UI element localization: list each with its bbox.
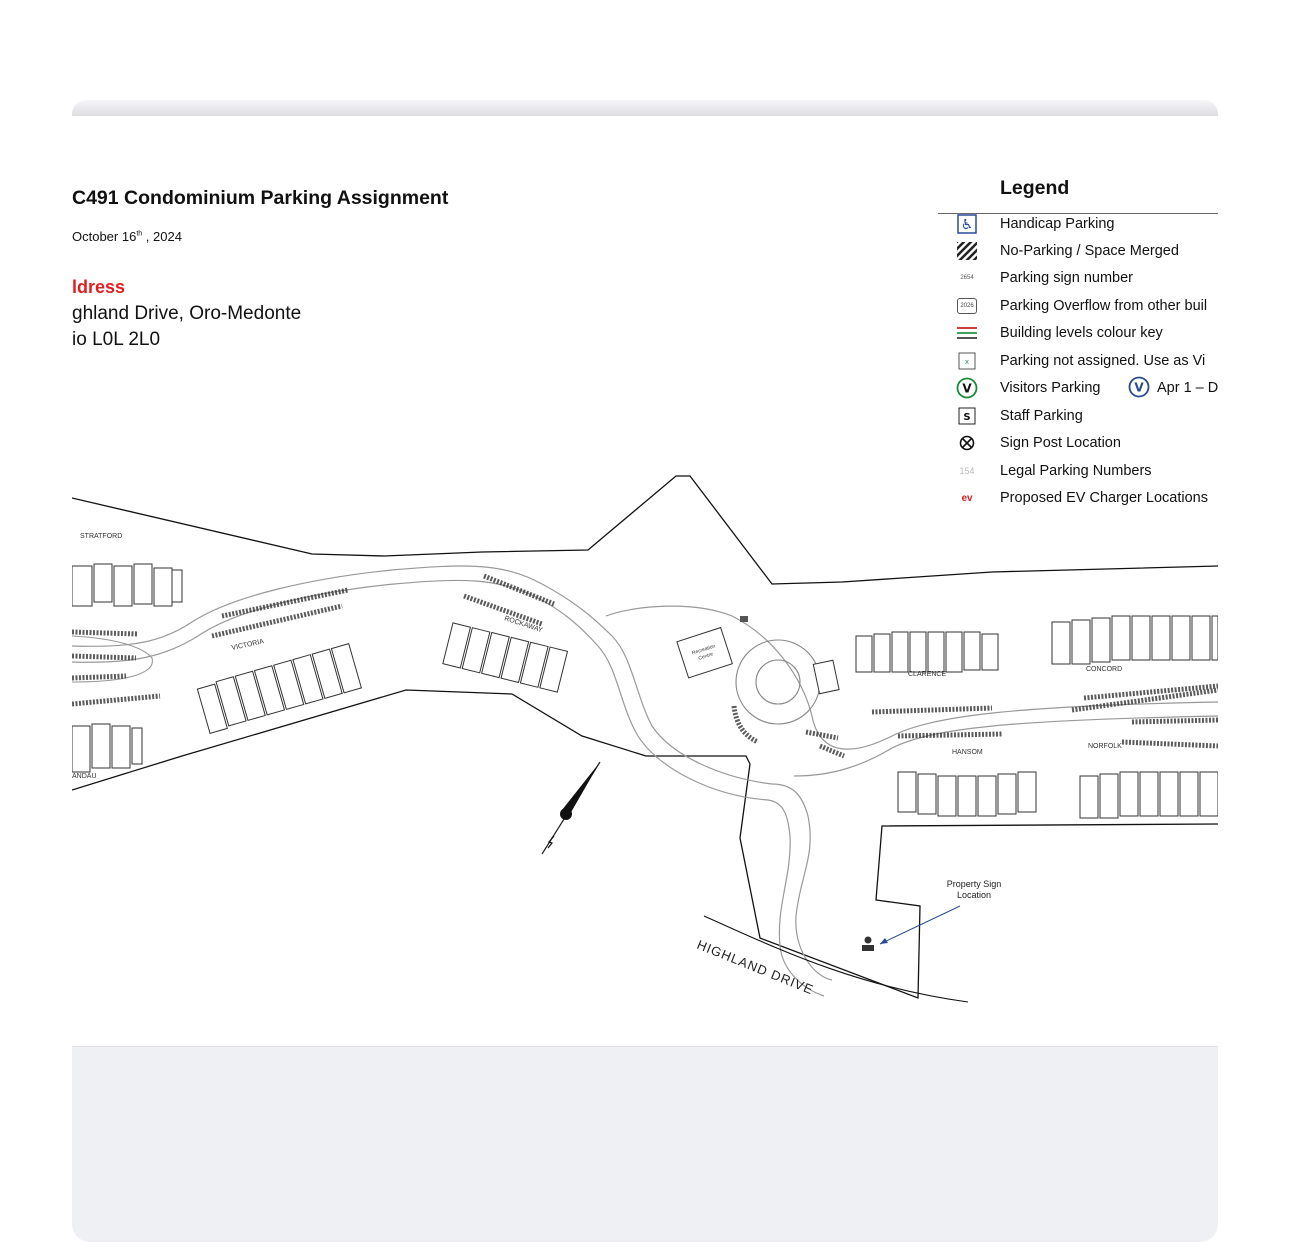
utility-box: [740, 616, 748, 622]
street-label-stratford: STRATFORD: [80, 533, 122, 540]
clarence-buildings: [855, 631, 999, 673]
street-label-norfolk: NORFOLK: [1088, 743, 1122, 750]
legend-item-staff: S Staff Parking: [952, 404, 1218, 428]
highland-drive-road-edge: [703, 915, 969, 1003]
legend-item-handicap: ♿ Handicap Parking: [952, 212, 1218, 236]
street-label-concord: CONCORD: [1086, 666, 1122, 673]
hansom-buildings: [897, 771, 1037, 817]
legend-item-sign-post: Sign Post Location: [952, 431, 1218, 455]
main-road-edge-outer: [72, 565, 833, 981]
property-boundary-north: [72, 475, 1218, 585]
stratford-buildings: [72, 563, 183, 607]
sign-number-icon: 2654: [960, 275, 974, 281]
concord-buildings: [1051, 615, 1218, 665]
svg-text:V: V: [1134, 381, 1144, 395]
parking-rows: [72, 573, 1218, 759]
legend-item-no-parking: No-Parking / Space Merged: [952, 239, 1218, 263]
property-boundary-south: [72, 689, 1218, 999]
street-label-hansom: HANSOM: [952, 749, 983, 756]
legend-item-overflow: 2026 Parking Overflow from other buil: [952, 294, 1218, 318]
visitors-seasonal-icon: V: [1128, 376, 1150, 403]
pointer-arrowhead-icon: [880, 938, 888, 944]
not-assigned-icon: x: [952, 349, 982, 373]
east-road-edge-inner: [793, 715, 1218, 777]
legend-item-legal-numbers: 154 Legal Parking Numbers: [952, 459, 1218, 483]
street-label-clarence: CLARENCE: [908, 671, 946, 678]
viewer-bottom-area: [72, 1046, 1218, 1242]
ev-icon: ev: [961, 492, 973, 504]
overflow-box-icon: 2026: [952, 294, 982, 318]
hatched-icon: [952, 239, 982, 263]
visitors-seasonal-label: Apr 1 – D: [1157, 380, 1218, 396]
address-line-2: io L0L 2L0: [72, 329, 161, 350]
staff-icon: S: [952, 404, 982, 428]
address-heading: ldress: [72, 277, 126, 297]
norfolk-buildings: [1079, 771, 1218, 819]
parking-map-page: C491 Condominium Parking Assignment Octo…: [72, 116, 1218, 1046]
property-sign-label-2: Location: [957, 890, 991, 900]
north-arrow-icon: [541, 761, 601, 855]
document-viewer: C491 Condominium Parking Assignment Octo…: [72, 100, 1218, 1242]
document-date: October 16th , 2024: [72, 229, 182, 244]
legend-title: Legend: [1000, 177, 1070, 199]
street-label-landau: ANDAU: [72, 773, 97, 780]
viewer-top-edge: [72, 100, 1218, 117]
landau-buildings: [72, 723, 143, 773]
street-label-victoria: VICTORIA: [231, 638, 265, 652]
recreation-centre: Recreation Centre: [676, 626, 734, 679]
property-sign-icon: [862, 936, 874, 951]
svg-text:S: S: [963, 412, 970, 423]
victoria-buildings: [196, 643, 363, 734]
document-title: C491 Condominium Parking Assignment: [72, 187, 449, 209]
building-clusters: [72, 563, 1218, 819]
property-sign-label-1: Property Sign: [947, 879, 1002, 889]
svg-text:x: x: [965, 358, 969, 366]
legend-item-ev: ev Proposed EV Charger Locations: [952, 486, 1218, 510]
svg-text:♿: ♿: [961, 217, 974, 233]
west-loop-road: [72, 635, 153, 683]
road-label-highland-drive: HIGHLAND DRIVE: [695, 937, 816, 998]
traffic-circle-inner: [755, 659, 801, 705]
legend-item-visitors: V Visitors Parking V Apr 1 – D: [952, 376, 1218, 400]
legend-item-not-assigned: x Parking not assigned. Use as Vi: [952, 349, 1218, 373]
property-sign-pointer: [879, 905, 961, 945]
svg-text:Centre: Centre: [698, 651, 714, 661]
east-road-edge-outer: [605, 605, 1218, 750]
svg-text:V: V: [962, 382, 972, 396]
visitors-icon: V: [952, 376, 982, 400]
site-plan-drawing: Recreation Centre: [72, 475, 1218, 1003]
legend-divider: [938, 213, 1218, 214]
sign-post-icon: [952, 431, 982, 455]
small-building: [812, 659, 840, 695]
handicap-icon: ♿: [952, 212, 982, 236]
legend-item-sign-number: 2654 Parking sign number: [952, 266, 1218, 290]
levels-key-icon: [952, 321, 982, 345]
address-line-1: ghland Drive, Oro-Medonte: [72, 303, 302, 324]
legal-numbers-icon: 154: [959, 466, 975, 476]
legend-item-levels: Building levels colour key: [952, 321, 1218, 345]
rockaway-buildings: [442, 622, 569, 693]
